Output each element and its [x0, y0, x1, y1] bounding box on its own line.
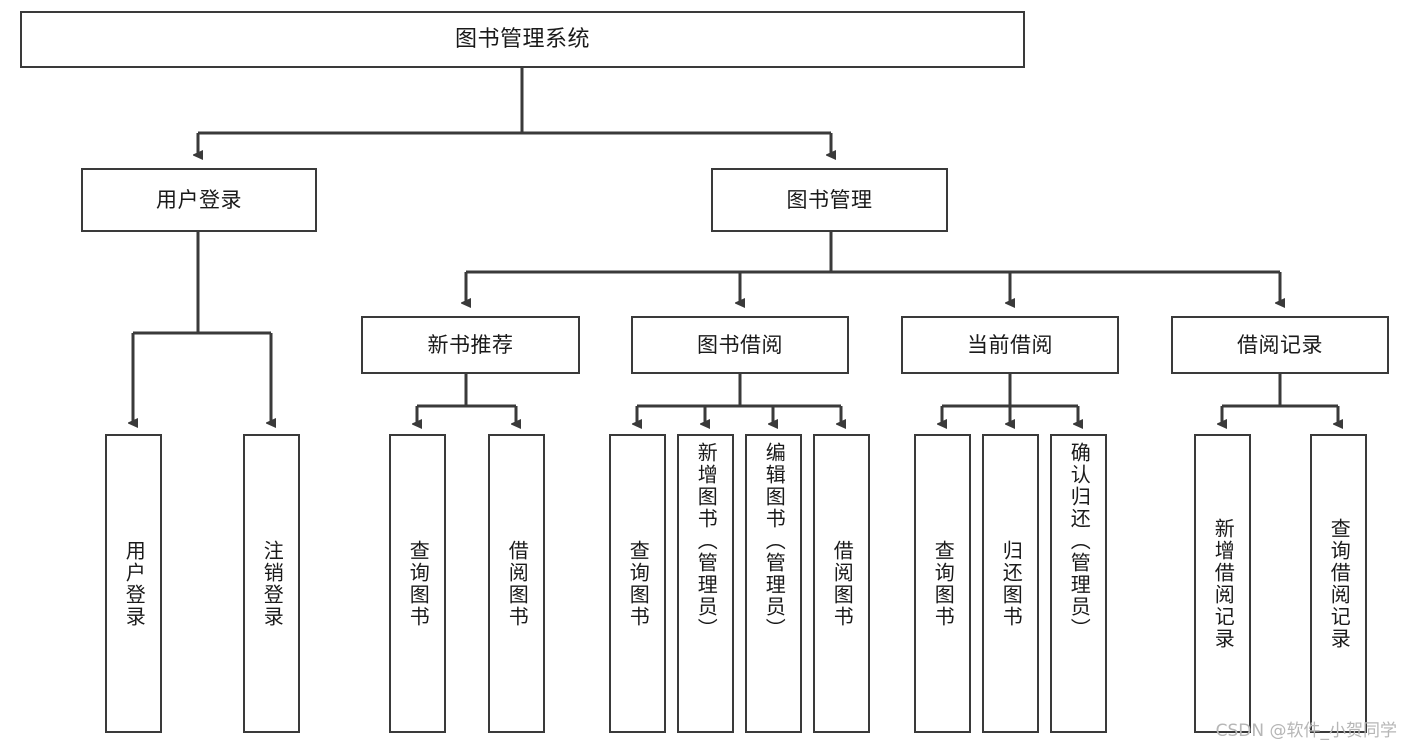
- node-label: 用户登录: [156, 187, 242, 212]
- node-label: 当前借阅: [967, 332, 1053, 357]
- node-label: 查询图书: [626, 539, 651, 628]
- node-label: 归还图书: [999, 539, 1024, 628]
- node-label: 借阅图书: [505, 539, 530, 628]
- node-label: 查询借阅记录: [1327, 517, 1352, 650]
- node-label: 查询图书: [406, 539, 431, 628]
- node-label: 借阅图书: [830, 539, 855, 628]
- leaf-new-book-borrow[interactable]: 借阅图书: [488, 434, 545, 733]
- node-label: 图书管理: [786, 187, 873, 212]
- node-label: 编辑图书（管理员）: [762, 442, 787, 640]
- leaf-record-query-record[interactable]: 查询借阅记录: [1310, 434, 1367, 733]
- node-label: 用户登录: [122, 539, 147, 628]
- watermark-text: CSDN @软件_小贺同学: [1215, 721, 1397, 741]
- node-book-management[interactable]: 图书管理: [711, 168, 948, 232]
- node-label: 新书推荐: [427, 332, 514, 357]
- node-label: 图书借阅: [697, 332, 783, 357]
- node-current-borrowing[interactable]: 当前借阅: [901, 316, 1119, 374]
- leaf-current-query-book[interactable]: 查询图书: [914, 434, 971, 733]
- leaf-record-add-record[interactable]: 新增借阅记录: [1194, 434, 1251, 733]
- node-label: 借阅记录: [1237, 332, 1323, 357]
- node-user-login[interactable]: 用户登录: [81, 168, 317, 232]
- leaf-current-confirm-return-admin[interactable]: 确认归还（管理员）: [1050, 434, 1107, 733]
- leaf-borrow-edit-book-admin[interactable]: 编辑图书（管理员）: [745, 434, 802, 733]
- node-label: 确认归还（管理员）: [1067, 442, 1092, 640]
- leaf-borrow-query-book[interactable]: 查询图书: [609, 434, 666, 733]
- leaf-borrow-add-book-admin[interactable]: 新增图书（管理员）: [677, 434, 734, 733]
- node-new-book-recommend[interactable]: 新书推荐: [361, 316, 580, 374]
- leaf-user-login-signout[interactable]: 注销登录: [243, 434, 300, 733]
- leaf-new-book-query[interactable]: 查询图书: [389, 434, 446, 733]
- node-label: 新增借阅记录: [1211, 517, 1236, 650]
- leaf-current-return-book[interactable]: 归还图书: [982, 434, 1039, 733]
- node-label: 新增图书（管理员）: [694, 442, 719, 640]
- node-book-borrowing[interactable]: 图书借阅: [631, 316, 849, 374]
- node-root-system[interactable]: 图书管理系统: [20, 11, 1025, 68]
- node-label: 查询图书: [931, 539, 956, 628]
- leaf-user-login-signin[interactable]: 用户登录: [105, 434, 162, 733]
- node-borrow-record[interactable]: 借阅记录: [1171, 316, 1389, 374]
- node-label: 图书管理系统: [454, 26, 590, 52]
- leaf-borrow-borrow-book[interactable]: 借阅图书: [813, 434, 870, 733]
- node-label: 注销登录: [260, 539, 285, 628]
